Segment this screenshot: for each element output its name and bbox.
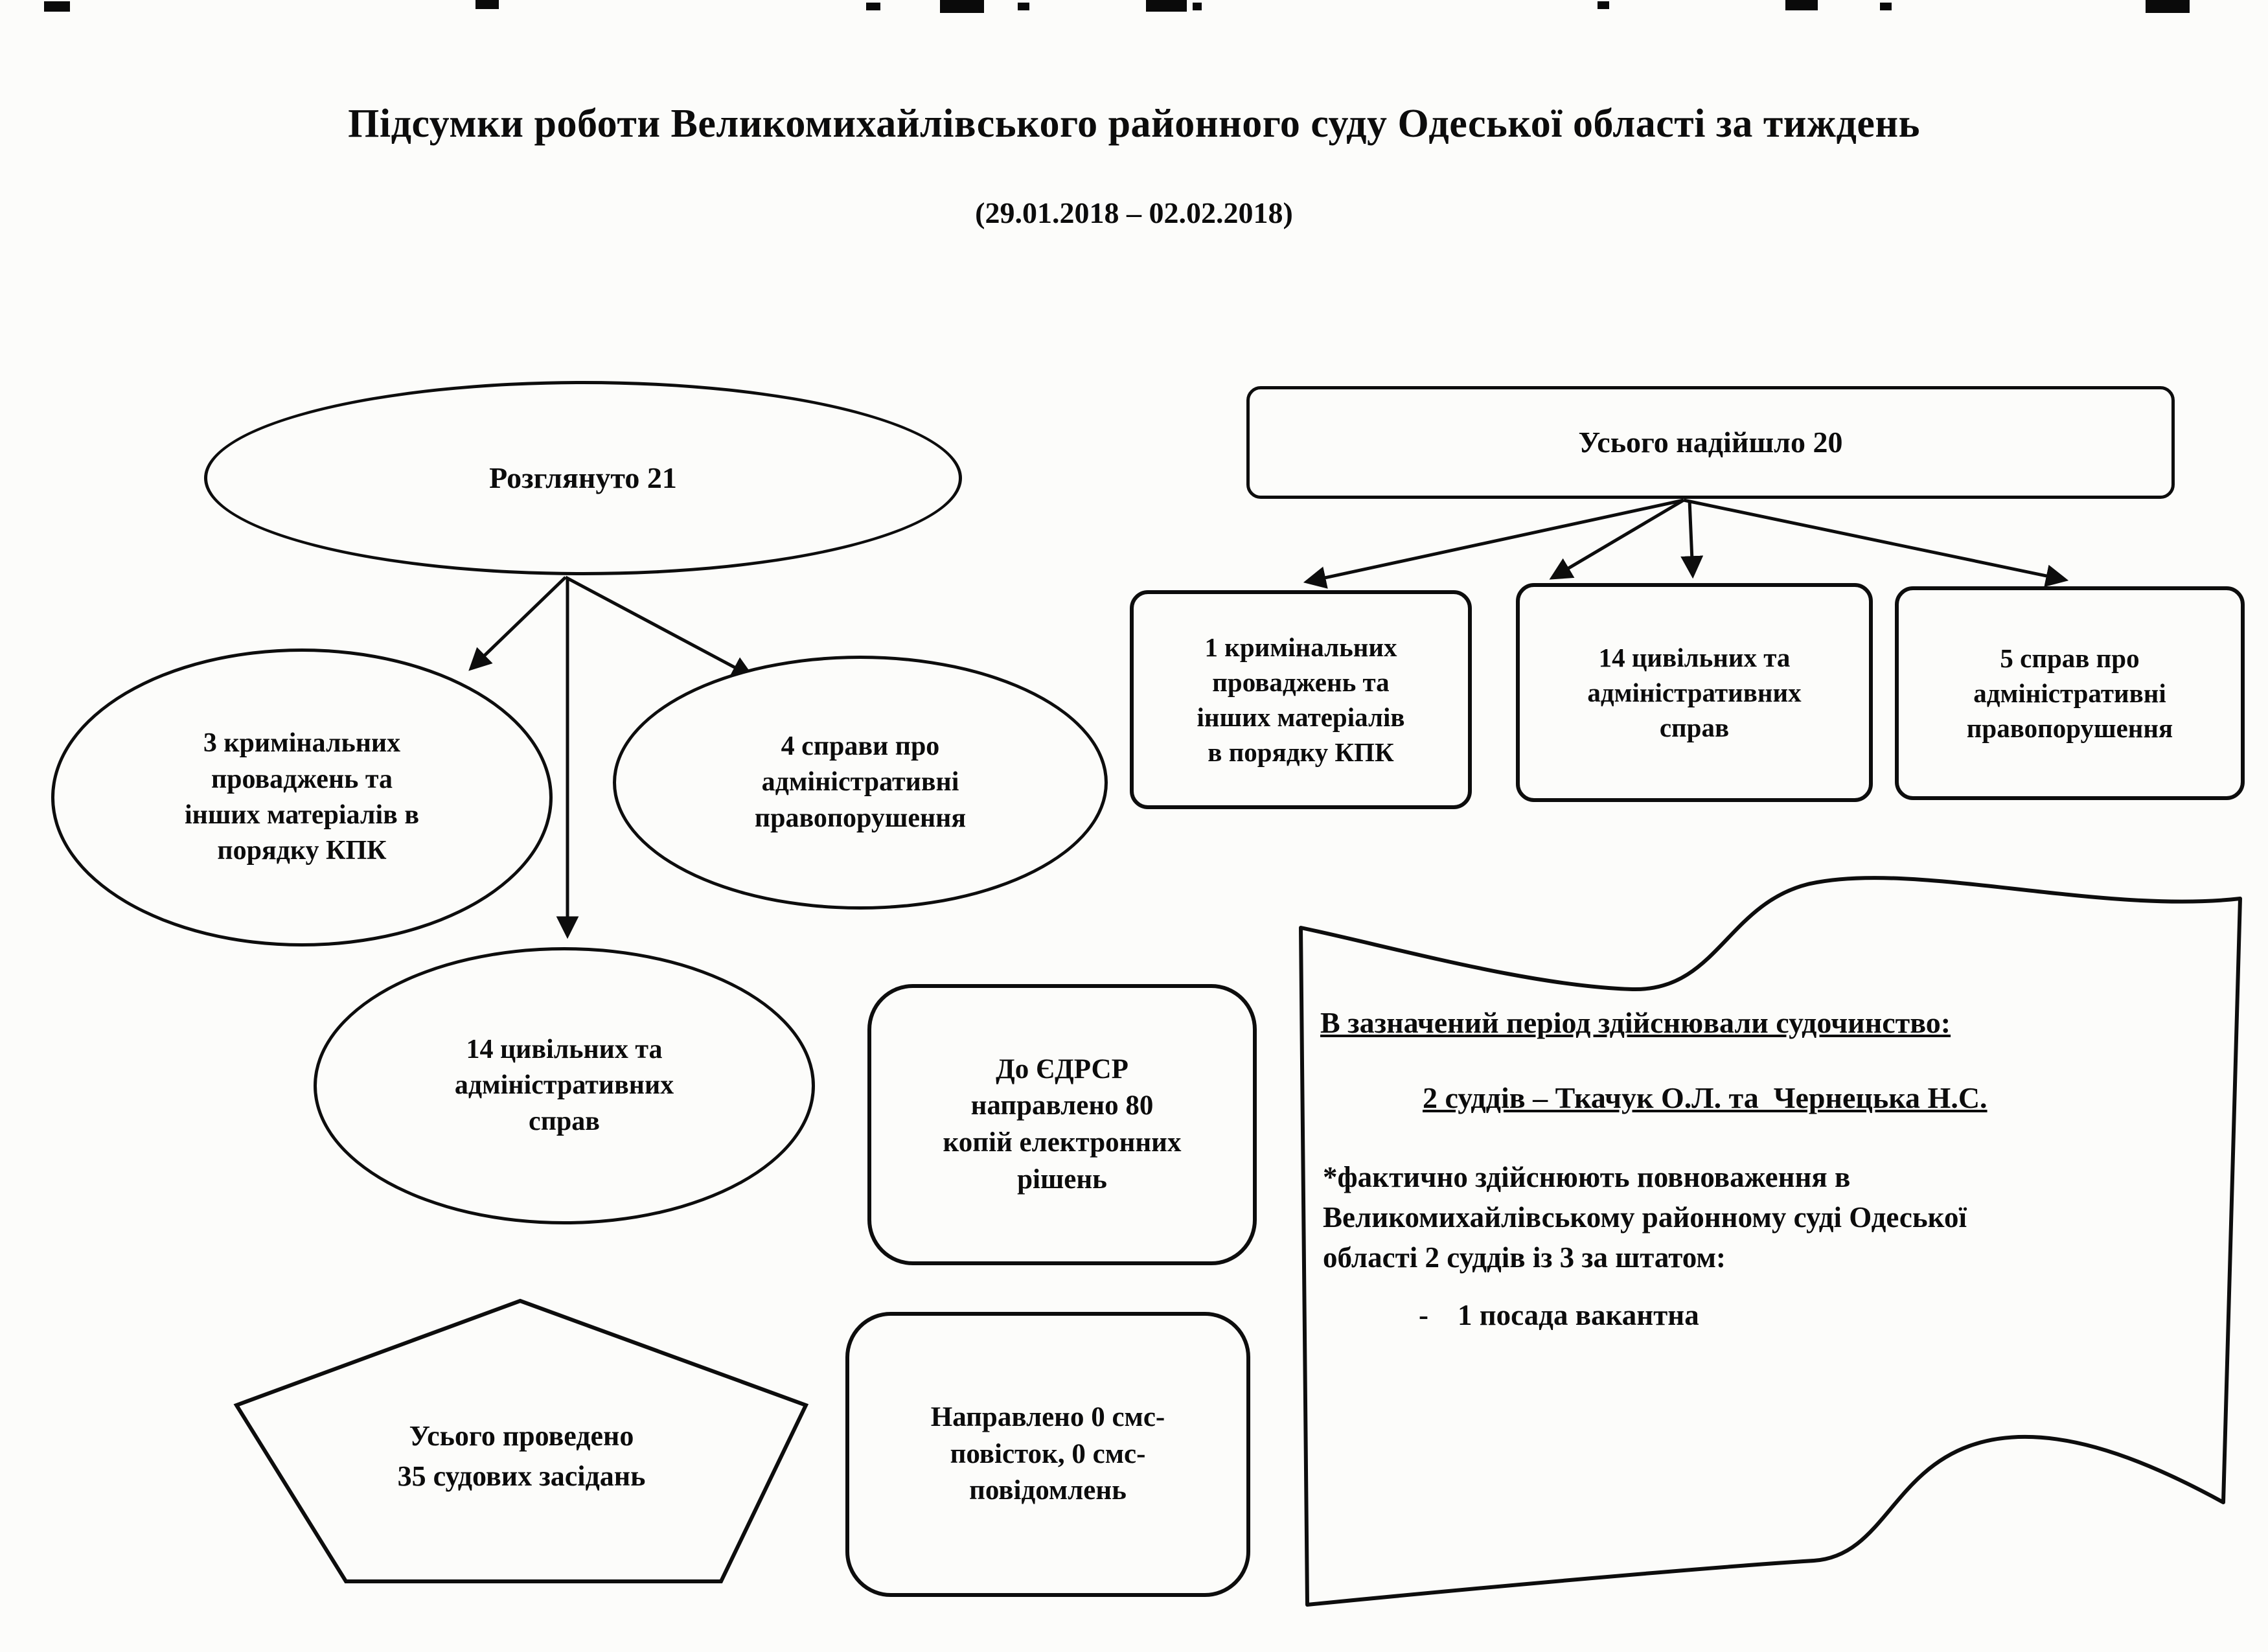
node-received-total-label: Усього надійшло 20 [1578,425,1843,459]
scan-artifact [940,0,984,13]
box-received-admin-offenses: 5 справ про адміністративні правопорушен… [1895,586,2245,800]
arrow-reviewed-to-admin [564,575,755,678]
node-reviewed-total: Розглянуто 21 [204,381,962,575]
pentagon-hearings-shape [233,1298,809,1583]
page-title: Підсумки роботи Великомихайлівського рай… [348,102,1920,146]
judiciary-note: *фактично здійснюють повноваження в Вели… [1323,1161,1967,1274]
arrow-received-to-admin [1683,498,2069,588]
box-sms-notices-label: Направлено 0 смс- повісток, 0 смс- повід… [930,1401,1165,1506]
box-edrsr-copies: До ЄДРСР направлено 80 копій електронних… [867,984,1257,1265]
scan-artifact [475,0,499,9]
scan-artifact [1880,3,1892,10]
box-sms-notices: Направлено 0 смс- повісток, 0 смс- повід… [845,1312,1250,1597]
node-reviewed-criminal: 3 кримінальних проваджень та інших матер… [51,648,553,946]
box-received-criminal: 1 кримінальних проваджень та інших матер… [1130,590,1472,809]
arrow-received-to-civil [1680,499,1704,579]
node-reviewed-total-label: Розглянуто 21 [489,461,677,494]
box-received-civil-label: 14 цивільних та адміністративних справ [1587,642,1802,743]
node-reviewed-admin-offenses-label: 4 справи про адміністративні правопоруше… [754,731,967,833]
node-reviewed-civil: 14 цивільних та адміністративних справ [314,947,815,1224]
node-reviewed-criminal-label: 3 кримінальних проваджень та інших матер… [184,728,420,866]
box-received-civil: 14 цивільних та адміністративних справ [1516,583,1873,802]
judiciary-vacancy: - 1 посада вакантна [1419,1299,1699,1331]
scan-artifact [1785,0,1818,10]
box-received-criminal-label: 1 кримінальних проваджень та інших матер… [1197,632,1405,768]
scan-artifact [2146,0,2190,13]
pentagon-hearings-label: Усього проведено 35 судових засідань [397,1420,646,1492]
box-received-admin-offenses-label: 5 справ про адміністративні правопорушен… [1966,643,2173,744]
judiciary-heading: В зазначений період здійснювали судочинс… [1320,1006,1951,1039]
node-reviewed-admin-offenses: 4 справи про адміністративні правопоруше… [613,656,1108,910]
arrow-received-to-criminal [1303,498,1684,589]
arrow-received-to-civil-left [1549,498,1685,580]
scan-artifact [1146,0,1187,12]
box-edrsr-copies-label: До ЄДРСР направлено 80 копій електронних… [943,1053,1182,1195]
node-reviewed-civil-label: 14 цивільних та адміністративних справ [454,1034,674,1136]
judiciary-judges: 2 суддів – Ткачук О.Л. та Чернецька Н.С. [1423,1081,1987,1114]
page-subtitle: (29.01.2018 – 02.02.2018) [975,196,1293,229]
scan-artifact [1598,1,1609,9]
scan-artifact [44,1,70,12]
scan-artifact [1193,3,1202,10]
node-received-total: Усього надійшло 20 [1246,386,2175,499]
scan-artifact [1018,3,1029,10]
arrow-reviewed-to-criminal [468,576,567,671]
scan-artifact [866,3,880,10]
judiciary-panel-shape [1299,876,2242,1607]
